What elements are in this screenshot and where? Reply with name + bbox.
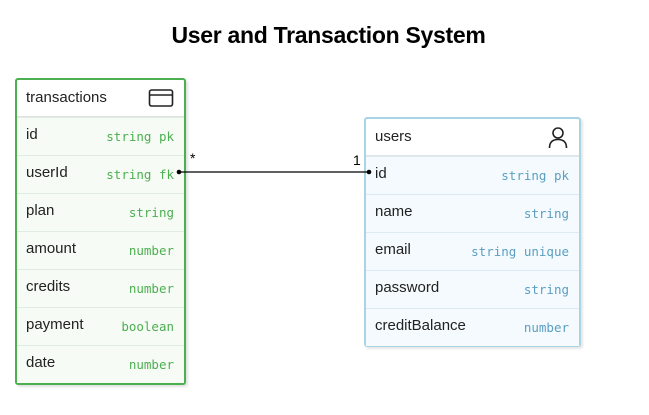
field-type: string pk [501,168,569,183]
field-name: date [26,354,56,371]
diagram-title: User and Transaction System [171,22,486,48]
field-row[interactable]: id string pk [366,156,579,194]
field-type: number [128,357,174,372]
cardinality-many: * [190,150,196,166]
field-name: name [375,203,413,220]
field-type: string fk [106,167,174,182]
entity-transactions[interactable]: transactions id string pk userId string … [15,78,186,385]
field-row[interactable]: email string unique [366,232,579,270]
field-row[interactable]: creditBalance number [366,308,579,346]
field-name: password [375,279,440,296]
field-type: number [128,243,174,258]
user-icon [547,126,569,155]
entity-header: transactions [17,80,184,117]
field-name: creditBalance [375,317,466,334]
field-name: credits [26,278,71,295]
entity-header: users [366,119,579,156]
cardinality-one: 1 [353,152,361,168]
entity-name: users [375,128,412,145]
field-row[interactable]: id string pk [17,117,184,155]
field-row[interactable]: date number [17,345,184,383]
field-type: string [523,282,569,297]
field-row[interactable]: credits number [17,269,184,307]
table-icon [148,87,174,114]
field-name: amount [26,240,77,257]
field-type: boolean [121,319,174,334]
field-type: number [128,281,174,296]
entity-name: transactions [26,89,107,106]
field-type: number [523,320,569,335]
field-row[interactable]: amount number [17,231,184,269]
field-row[interactable]: plan string [17,193,184,231]
field-row[interactable]: userId string fk [17,155,184,193]
relationship-endpoint-transactions [176,169,182,175]
field-type: string unique [471,244,569,259]
field-row[interactable]: password string [366,270,579,308]
field-row[interactable]: payment boolean [17,307,184,345]
field-row[interactable]: name string [366,194,579,232]
entity-users[interactable]: users id string pk name string email str… [364,117,581,347]
relationship-endpoint-users [366,169,372,175]
field-type: string pk [106,129,174,144]
field-name: payment [26,316,84,333]
field-name: userId [26,164,68,181]
field-name: plan [26,202,55,219]
field-name: id [26,126,38,143]
field-name: id [375,165,387,182]
field-type: string [523,206,569,221]
field-name: email [375,241,411,258]
field-type: string [128,205,174,220]
